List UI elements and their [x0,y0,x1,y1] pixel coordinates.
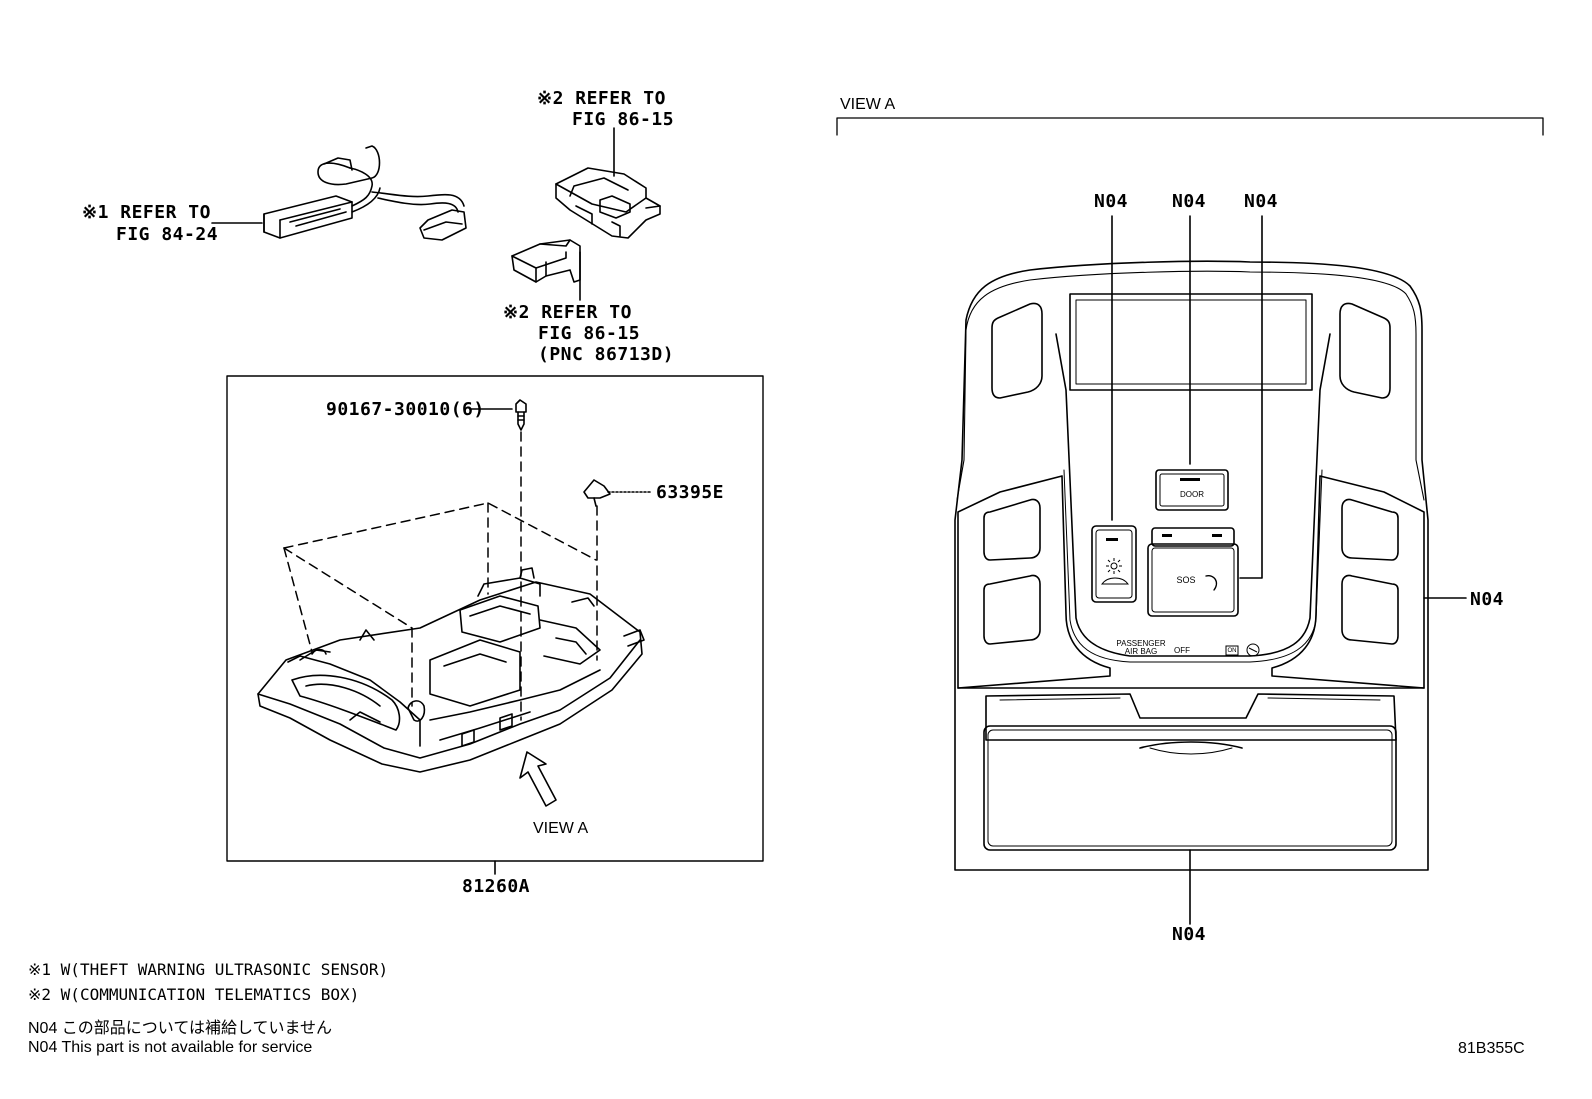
footnote-2: ※2 W(COMMUNICATION TELEMATICS BOX) [28,985,360,1004]
footnote-1: ※1 W(THEFT WARNING ULTRASONIC SENSOR) [28,960,389,979]
install-dashed-lines [283,431,598,721]
assembly-frame [226,375,764,862]
view-a-bracket [836,117,1544,136]
ref2-bottom-callout-line3: (PNC 86713D) [538,344,675,365]
view-a-arrow [519,751,557,807]
sos-indicator-right-icon [1212,534,1222,537]
figure-code: 81B355C [1458,1040,1525,1057]
assembly-part-number: 81260A [462,876,531,897]
n04-label-center: N04 [1172,191,1207,212]
view-a-console-drawing [954,260,1429,871]
telematics-box-drawing [555,167,661,239]
clip-part-number: 63395E [656,482,725,503]
footnote-n04-english: N04 This part is not available for servi… [28,1039,313,1056]
n04-label-bottom: N04 [1172,924,1207,945]
bracket-drawing [511,239,581,283]
ref2-top-callout-line2: FIG 86-15 [572,109,675,130]
console-assembly-drawing [257,567,645,773]
n04-label-right: N04 [1244,191,1279,212]
dome-light-icon [1100,558,1130,585]
sos-indicator-left-icon [1162,534,1172,537]
airbag-on-label: ON [1227,648,1237,654]
n04-label-left: N04 [1094,191,1129,212]
screw-drawing [515,399,527,431]
sos-button-label: SOS [1176,575,1196,585]
ref2-bottom-callout-line2: FIG 86-15 [538,323,641,344]
dome-indicator-icon [1106,538,1118,541]
view-a-title: VIEW A [840,96,896,113]
ultrasonic-sensor-drawing [263,145,467,241]
airbag-status-icon [1225,643,1260,657]
n04-label-side: N04 [1470,589,1505,610]
footnote-n04-japanese: N04 この部品については補給していません [28,1020,333,1037]
ref1-callout-line2: FIG 84-24 [116,224,219,245]
door-button-label: DOOR [1180,490,1204,499]
ref2-bottom-callout-line1: ※2 REFER TO [503,302,632,323]
clip-drawing [583,479,611,507]
n04-leader-3 [1239,215,1263,579]
passenger-airbag-label: PASSENGER AIR BAG [1116,639,1166,656]
door-indicator-icon [1180,478,1200,481]
view-a-arrow-label: VIEW A [533,820,589,837]
screw-part-number: 90167-30010(6) [326,399,485,420]
ref1-callout-line1: ※1 REFER TO [82,202,211,223]
ref2-top-callout-line1: ※2 REFER TO [537,88,666,109]
airbag-off-label: OFF [1174,646,1190,655]
